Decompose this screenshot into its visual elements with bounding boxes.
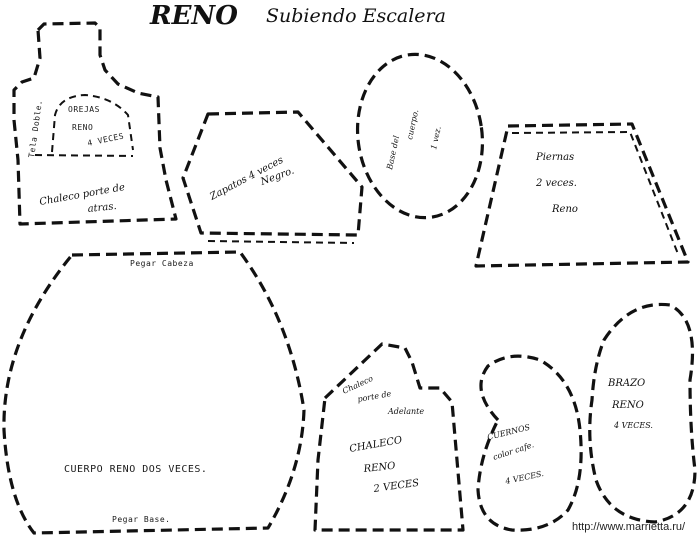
body-bottom-label: Pegar Base. [112,515,170,524]
pattern-subtitle: Subiendo Escalera [266,5,446,27]
antlers-piece: CUERNOS color cafe. 4 VECES. [476,354,583,532]
vest-back-ears-line1: OREJAS [68,105,100,114]
vest-back-ears-line2: RENO [72,123,93,132]
vest-front-line1: CHALECO [349,435,403,455]
body-top-label: Pegar Cabeza [130,259,194,268]
body-base-line1: Base del [385,134,401,171]
shoes-piece: Zapatos 4 veces Negro. [181,110,364,244]
body-center-label: CUERPO RENO DOS VECES. [64,464,207,475]
antlers-label-line3: 4 VECES. [504,469,545,486]
arm-label-line3: 4 VECES. [613,421,653,430]
arm-label-line2: RENO [611,400,644,411]
vest-back-ears-line3: 4 VECES [87,131,125,148]
antlers-label-line1: CUERNOS [486,422,531,441]
body-base-line3: 1 vez. [429,125,443,150]
vest-front-tag-line2: porte de [357,389,392,404]
legs-piece: Piernas 2 veces. Reno [474,122,690,268]
vest-front-line3: 2 VECES [372,478,420,495]
body-piece: Pegar Cabeza CUERPO RENO DOS VECES. Pega… [2,250,306,535]
antlers-label-line2: color cafe. [492,440,535,462]
vest-back-piece: Tela Doble. OREJAS RENO 4 VECES Chaleco … [12,21,178,226]
vest-back-body-line2: atras. [87,201,117,215]
watermark-url: http://www.marrietta.ru/ [572,521,686,533]
pattern-title: RENO [149,1,238,31]
vest-front-tag-line3: Adelante [387,407,424,416]
arm-piece: BRAZO RENO 4 VECES. [588,302,697,524]
body-base-piece: Base del cuerpo. 1 vez. [355,52,485,220]
vest-front-line2: RENO [362,461,396,475]
body-base-line2: cuerpo. [405,109,420,141]
legs-label-line1: Piernas [535,152,574,163]
vest-back-side-label: Tela Doble. [27,99,44,158]
legs-label-line3: Reno [551,204,578,215]
vest-front-piece: Chaleco porte de Adelante CHALECO RENO 2… [313,342,465,532]
arm-label-line1: BRAZO [607,378,645,389]
legs-label-line2: 2 veces. [535,178,577,189]
